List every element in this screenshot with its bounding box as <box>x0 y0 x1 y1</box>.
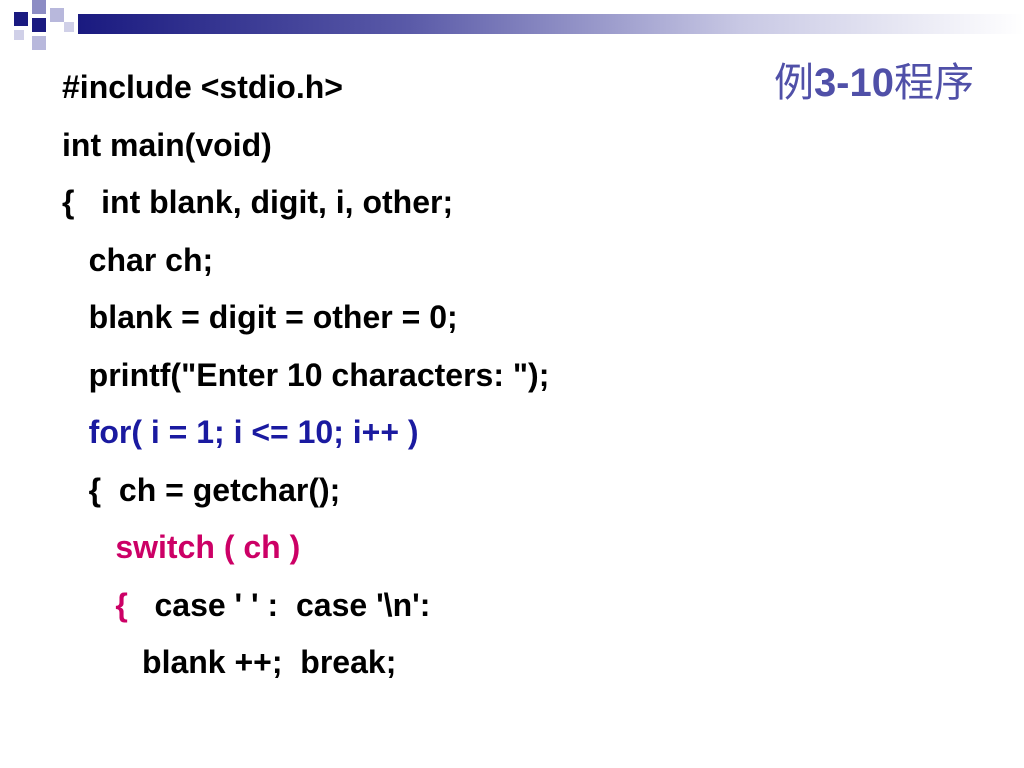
code-line-blank-break: blank ++; break; <box>62 644 397 680</box>
code-line-for-loop: for( i = 1; i <= 10; i++ ) <box>62 414 419 450</box>
code-line-char-decl: char ch; <box>62 241 214 278</box>
code-listing: #include <stdio.h> int main(void) { int … <box>62 64 549 697</box>
code-line-main: int main(void) <box>62 126 272 163</box>
switch-open-brace: { <box>62 586 128 623</box>
code-line-declarations: { int blank, digit, i, other; <box>62 184 454 220</box>
header-gradient-bar <box>78 14 1024 34</box>
slide-title-suffix: 程序 <box>894 60 974 106</box>
code-line-getchar: { ch = getchar(); <box>62 471 341 508</box>
slide-title-number: 3-10 <box>813 61 894 105</box>
case-labels: case ' ' : case '\n': <box>127 586 431 623</box>
code-line-case: { case ' ' : case '\n': <box>62 582 549 640</box>
code-line-init: blank = digit = other = 0; <box>62 299 458 335</box>
code-line-include: #include <stdio.h> <box>62 69 343 105</box>
code-line-printf: printf("Enter 10 characters: "); <box>62 356 550 393</box>
slide-title-prefix: 例 <box>773 60 814 106</box>
code-line-switch: switch ( ch ) <box>62 529 301 565</box>
slide-title: 例3-10程序 <box>774 50 974 108</box>
header-decoration-squares <box>14 0 74 50</box>
